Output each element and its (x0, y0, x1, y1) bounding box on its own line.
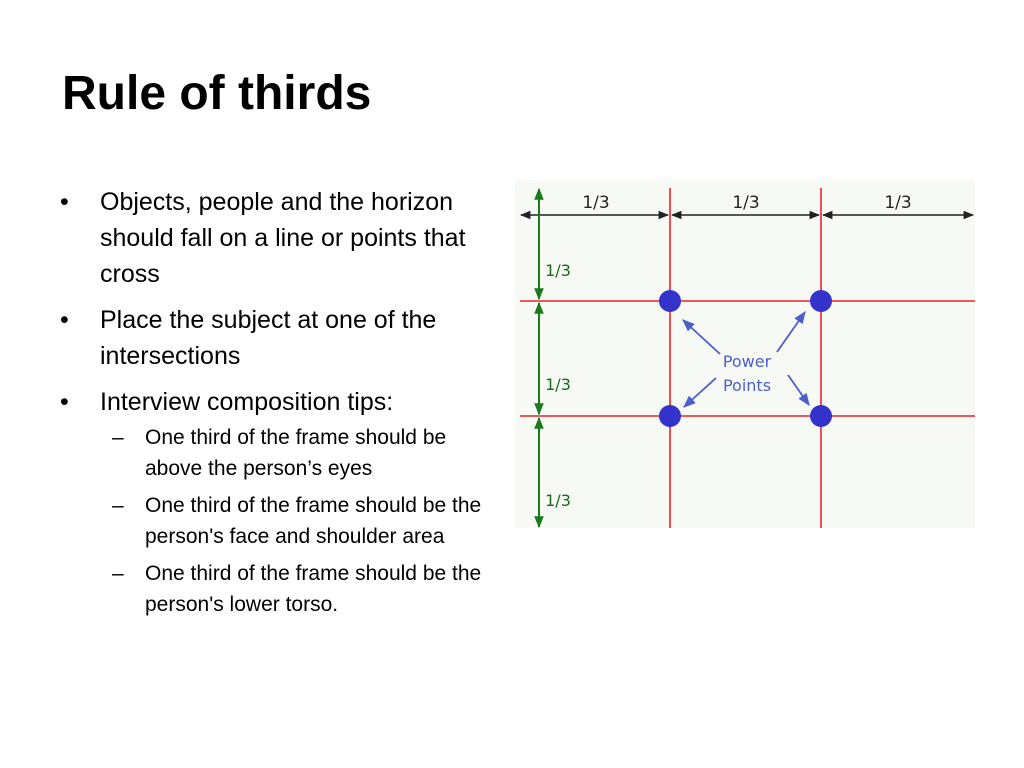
slide-title: Rule of thirds (62, 67, 372, 120)
bullet-item: • Interview composition tips: – One thir… (58, 384, 498, 620)
side-label-3: 1/3 (545, 491, 571, 510)
bullet-marker: • (60, 188, 69, 216)
bullet-text: Place the subject at one of the intersec… (100, 306, 437, 370)
sub-bullet-marker: – (112, 494, 124, 517)
bullet-marker: • (60, 306, 69, 334)
sub-bullet-text: One third of the frame should be the per… (145, 494, 482, 548)
bullet-marker: • (60, 388, 69, 416)
arrow-to-top-right (776, 310, 806, 353)
sub-bullet-text: One third of the frame should be above t… (145, 426, 447, 480)
diagram-background (515, 180, 975, 528)
top-label-2: 1/3 (732, 193, 759, 213)
rule-of-thirds-svg: 1/3 1/3 1/3 1/3 1/3 1/3 Power Points (515, 180, 975, 529)
sub-bullet-item: – One third of the frame should be the p… (100, 558, 498, 620)
sub-bullet-text: One third of the frame should be the per… (145, 562, 482, 616)
sub-bullet-marker: – (112, 426, 124, 449)
side-label-1: 1/3 (545, 261, 571, 280)
top-label-3: 1/3 (884, 193, 911, 213)
top-label-1: 1/3 (582, 193, 609, 213)
rule-of-thirds-diagram: 1/3 1/3 1/3 1/3 1/3 1/3 Power Points (515, 180, 980, 532)
arrow-to-top-left (682, 319, 721, 355)
power-points-label-line2: Points (723, 376, 771, 395)
sub-bullet-item: – One third of the frame should be above… (100, 422, 498, 484)
bullet-text: Objects, people and the horizon should f… (100, 188, 466, 288)
sub-bullet-marker: – (112, 562, 124, 585)
arrow-to-bottom-right (787, 374, 810, 407)
arrow-to-bottom-left (683, 377, 717, 408)
power-point-top-left (659, 290, 681, 312)
power-points-label-line1: Power (723, 352, 772, 371)
bullet-text: Interview composition tips: (100, 388, 394, 416)
side-label-2: 1/3 (545, 375, 571, 394)
power-point-top-right (810, 290, 832, 312)
power-point-bottom-right (810, 405, 832, 427)
bullet-item: • Objects, people and the horizon should… (58, 184, 498, 292)
bullet-list: • Objects, people and the horizon should… (58, 184, 498, 630)
sub-bullet-item: – One third of the frame should be the p… (100, 490, 498, 552)
bullet-item: • Place the subject at one of the inters… (58, 302, 498, 374)
sub-bullet-list: – One third of the frame should be above… (100, 422, 498, 620)
power-point-bottom-left (659, 405, 681, 427)
